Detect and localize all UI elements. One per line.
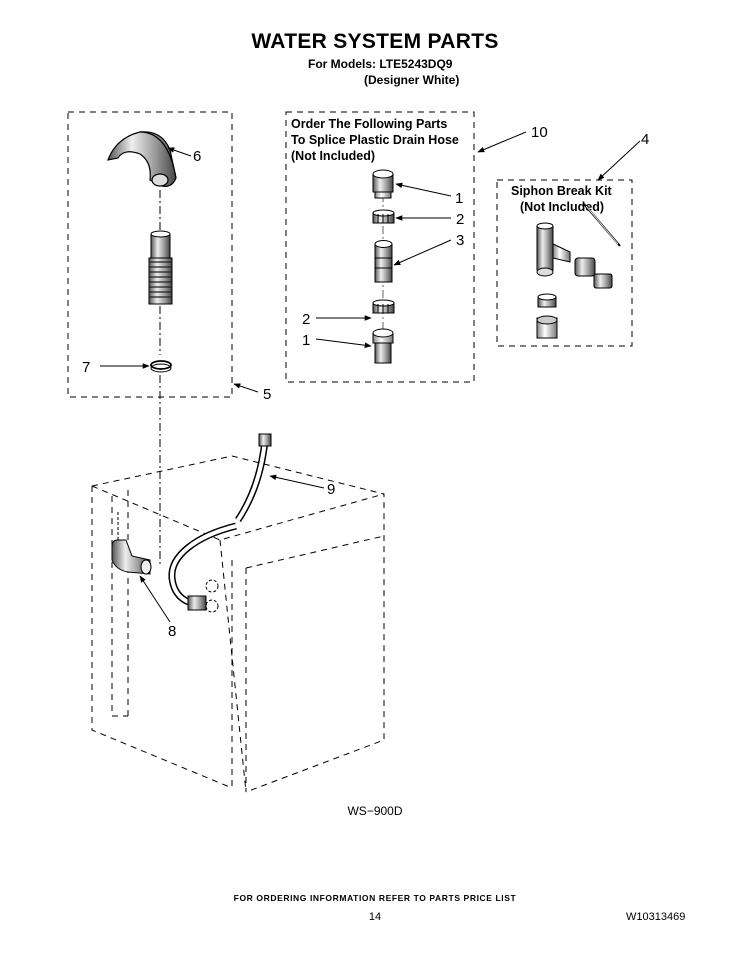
splice-box-line1: Order The Following Parts bbox=[291, 117, 448, 131]
part-9-fill-hose bbox=[168, 433, 272, 611]
leader-6 bbox=[167, 147, 192, 157]
leader-9 bbox=[269, 474, 325, 489]
callout-1-top: 1 bbox=[455, 190, 464, 207]
siphon-box-line1: Siphon Break Kit bbox=[511, 184, 612, 198]
figure-code: WS−900D bbox=[347, 804, 403, 818]
leader-4 bbox=[597, 140, 641, 181]
callout-1-bottom: 1 bbox=[302, 332, 311, 349]
siphon-box-line2: (Not Included) bbox=[520, 200, 605, 214]
cabinet-inlet-ports bbox=[205, 579, 219, 613]
leader-8 bbox=[139, 575, 171, 623]
part-2-bottom-clamp bbox=[372, 299, 395, 314]
callout-3: 3 bbox=[456, 232, 465, 249]
part-3-splice-connector bbox=[374, 240, 393, 283]
leader-10 bbox=[477, 131, 527, 153]
page-title: WATER SYSTEM PARTS bbox=[251, 30, 499, 53]
leader-3 bbox=[393, 239, 452, 266]
part-1-top-coupling bbox=[372, 169, 394, 199]
page-number: 14 bbox=[368, 911, 382, 923]
leader-1-bottom bbox=[315, 338, 372, 348]
leader-1-top bbox=[395, 182, 452, 197]
callout-4: 4 bbox=[641, 131, 650, 148]
ordering-note: FOR ORDERING INFORMATION REFER TO PARTS … bbox=[233, 893, 517, 903]
variant-line: (Designer White) bbox=[364, 73, 460, 87]
box-5-outline bbox=[67, 111, 233, 398]
part-6-hose-clip bbox=[107, 131, 177, 187]
callout-9: 9 bbox=[327, 481, 336, 498]
part-7-hose-clamp bbox=[150, 360, 172, 373]
splice-box-line2: To Splice Plastic Drain Hose bbox=[291, 133, 459, 147]
part-4-siphon-break-kit bbox=[536, 203, 621, 339]
callout-2-top: 2 bbox=[456, 211, 465, 228]
document-number: W10313469 bbox=[626, 911, 686, 923]
callout-8: 8 bbox=[168, 623, 177, 640]
part-1-bottom-coupling bbox=[372, 328, 394, 364]
box-10-outline bbox=[285, 111, 475, 383]
models-line: For Models: LTE5243DQ9 bbox=[308, 57, 453, 71]
part-2-top-clamp bbox=[372, 209, 395, 224]
callout-7: 7 bbox=[82, 359, 91, 376]
callout-5: 5 bbox=[263, 386, 272, 403]
washer-cabinet bbox=[91, 455, 385, 793]
callout-10: 10 bbox=[531, 124, 548, 141]
callout-2-bottom: 2 bbox=[302, 311, 311, 328]
leader-5 bbox=[233, 383, 259, 393]
part-5-drain-hose-section bbox=[148, 230, 173, 305]
splice-box-line3: (Not Included) bbox=[291, 149, 376, 163]
callout-6: 6 bbox=[193, 148, 202, 165]
box-4-outline bbox=[496, 179, 633, 347]
part-8-drain-elbow bbox=[111, 512, 152, 575]
